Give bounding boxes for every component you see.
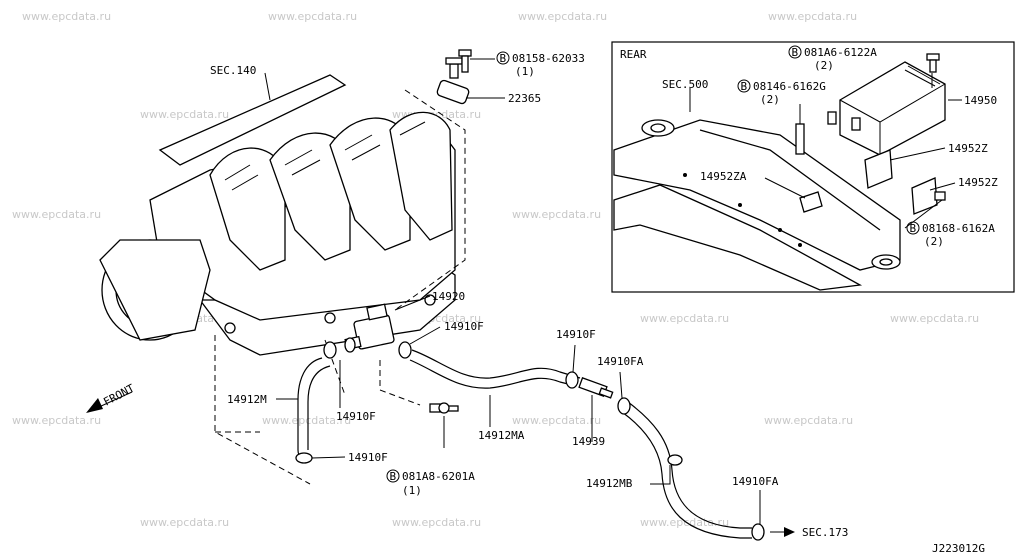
watermark: www.epcdata.ru — [22, 10, 111, 23]
watermark: www.epcdata.ru — [140, 516, 229, 529]
leader-dashed — [394, 89, 466, 311]
leader-line — [904, 199, 943, 229]
label-08146: 08146-6162G — [753, 80, 826, 93]
label-08146-qty: (2) — [760, 93, 780, 106]
label-14950: 14950 — [964, 94, 997, 107]
bolt-081a6 — [926, 53, 940, 61]
label-14912mb: 14912MB — [586, 477, 633, 490]
bolt-mark: B — [390, 470, 397, 483]
clamp-14910fa — [751, 523, 765, 541]
watermark: www.epcdata.ru — [512, 414, 601, 427]
label-22365: 22365 — [508, 92, 541, 105]
bolt-mark: B — [500, 52, 507, 65]
clamp-14910f — [398, 341, 412, 359]
label-08168: 08168-6162A — [922, 222, 995, 235]
label-08158-qty: (1) — [515, 65, 535, 78]
label-14952z: 14952Z — [948, 142, 988, 155]
label-08168-qty: (2) — [924, 235, 944, 248]
front-arrow-head — [86, 398, 103, 413]
label-14910f: 14910F — [444, 320, 484, 333]
bolt-081a6 — [929, 59, 937, 73]
label-14920: 14920 — [432, 290, 465, 303]
label-sec140: SEC.140 — [210, 64, 256, 77]
leader-line — [764, 177, 806, 199]
bolt-mark: B — [741, 80, 748, 93]
diagram-id: J223012G — [932, 542, 985, 555]
clamp-14910f — [323, 341, 337, 359]
canister-14950 — [827, 61, 946, 156]
label-14952z: 14952Z — [958, 176, 998, 189]
label-front: FRONT — [101, 381, 137, 408]
watermark: www.epcdata.ru — [392, 516, 481, 529]
watermark: www.epcdata.ru — [512, 208, 601, 221]
label-08158: 08158-62033 — [512, 52, 585, 65]
bolt-081a8 — [429, 402, 459, 414]
watermark: www.epcdata.ru — [768, 10, 857, 23]
sensor-22365 — [436, 57, 470, 105]
label-14910fa: 14910FA — [597, 355, 644, 368]
label-sec173: SEC.173 — [802, 526, 848, 539]
bracket-14952za — [799, 191, 823, 213]
main-labels: SEC.140 B 08158-62033 (1) 22365 14920 14… — [101, 51, 848, 539]
leader-dashed — [214, 335, 311, 485]
watermark: www.epcdata.ru — [140, 108, 229, 121]
watermark: www.epcdata.ru — [764, 414, 853, 427]
leader-lines — [264, 58, 761, 525]
label-081a6-qty: (2) — [814, 59, 834, 72]
leader-dashed — [379, 360, 421, 406]
rear-inset: REAR — [611, 41, 1015, 293]
clamp-14910fa — [617, 397, 631, 415]
bolt-08168 — [934, 191, 946, 201]
label-14912m: 14912M — [227, 393, 267, 406]
bracket-14952z — [911, 177, 938, 215]
clamp-14910f — [565, 371, 579, 389]
label-14952za: 14952ZA — [700, 170, 747, 183]
label-081a8: 081A8-6201A — [402, 470, 475, 483]
watermark: www.epcdata.ru — [640, 516, 729, 529]
hose-14912mb — [621, 401, 752, 539]
sec173-arrow-head — [784, 527, 795, 537]
bolt-mark: B — [910, 222, 917, 235]
watermark: www.epcdata.ru — [262, 414, 351, 427]
label-14910f: 14910F — [348, 451, 388, 464]
label-14910f: 14910F — [556, 328, 596, 341]
bolt-mark: B — [792, 46, 799, 59]
hose-14912m — [297, 357, 331, 461]
watermark: www.epcdata.ru — [12, 208, 101, 221]
connector-14939 — [578, 377, 614, 399]
watermark: www.epcdata.ru — [640, 312, 729, 325]
label-rear: REAR — [620, 48, 647, 61]
label-sec500: SEC.500 — [662, 78, 708, 91]
bolt-mark-icon — [496, 51, 510, 65]
watermark: www.epcdata.ru — [12, 414, 101, 427]
label-14910f: 14910F — [336, 410, 376, 423]
label-14912ma: 14912MA — [478, 429, 525, 442]
clamp-14910f — [295, 452, 313, 464]
hose-14912ma — [409, 349, 581, 389]
bolt-mark-icon — [737, 79, 751, 93]
label-081a8-qty: (1) — [402, 484, 422, 497]
watermark: www.epcdata.ru — [518, 10, 607, 23]
label-081a6: 081A6-6122A — [804, 46, 877, 59]
bolt-mark-icon — [788, 45, 802, 59]
clamp-14910fa — [667, 454, 683, 466]
bolt-08146 — [795, 123, 805, 155]
watermark: www.epcdata.ru — [890, 312, 979, 325]
label-14939: 14939 — [572, 435, 605, 448]
leader-line — [929, 182, 956, 191]
bolt-08158 — [458, 49, 472, 73]
label-14910fa: 14910FA — [732, 475, 779, 488]
bolt-mark-icon — [906, 221, 920, 235]
throttle-body — [99, 239, 211, 341]
clamp-14910f — [344, 337, 356, 353]
watermark: www.epcdata.ru — [268, 10, 357, 23]
bolt-mark-icon — [386, 469, 400, 483]
leader-line — [889, 147, 946, 161]
bracket-14952z — [864, 149, 893, 189]
